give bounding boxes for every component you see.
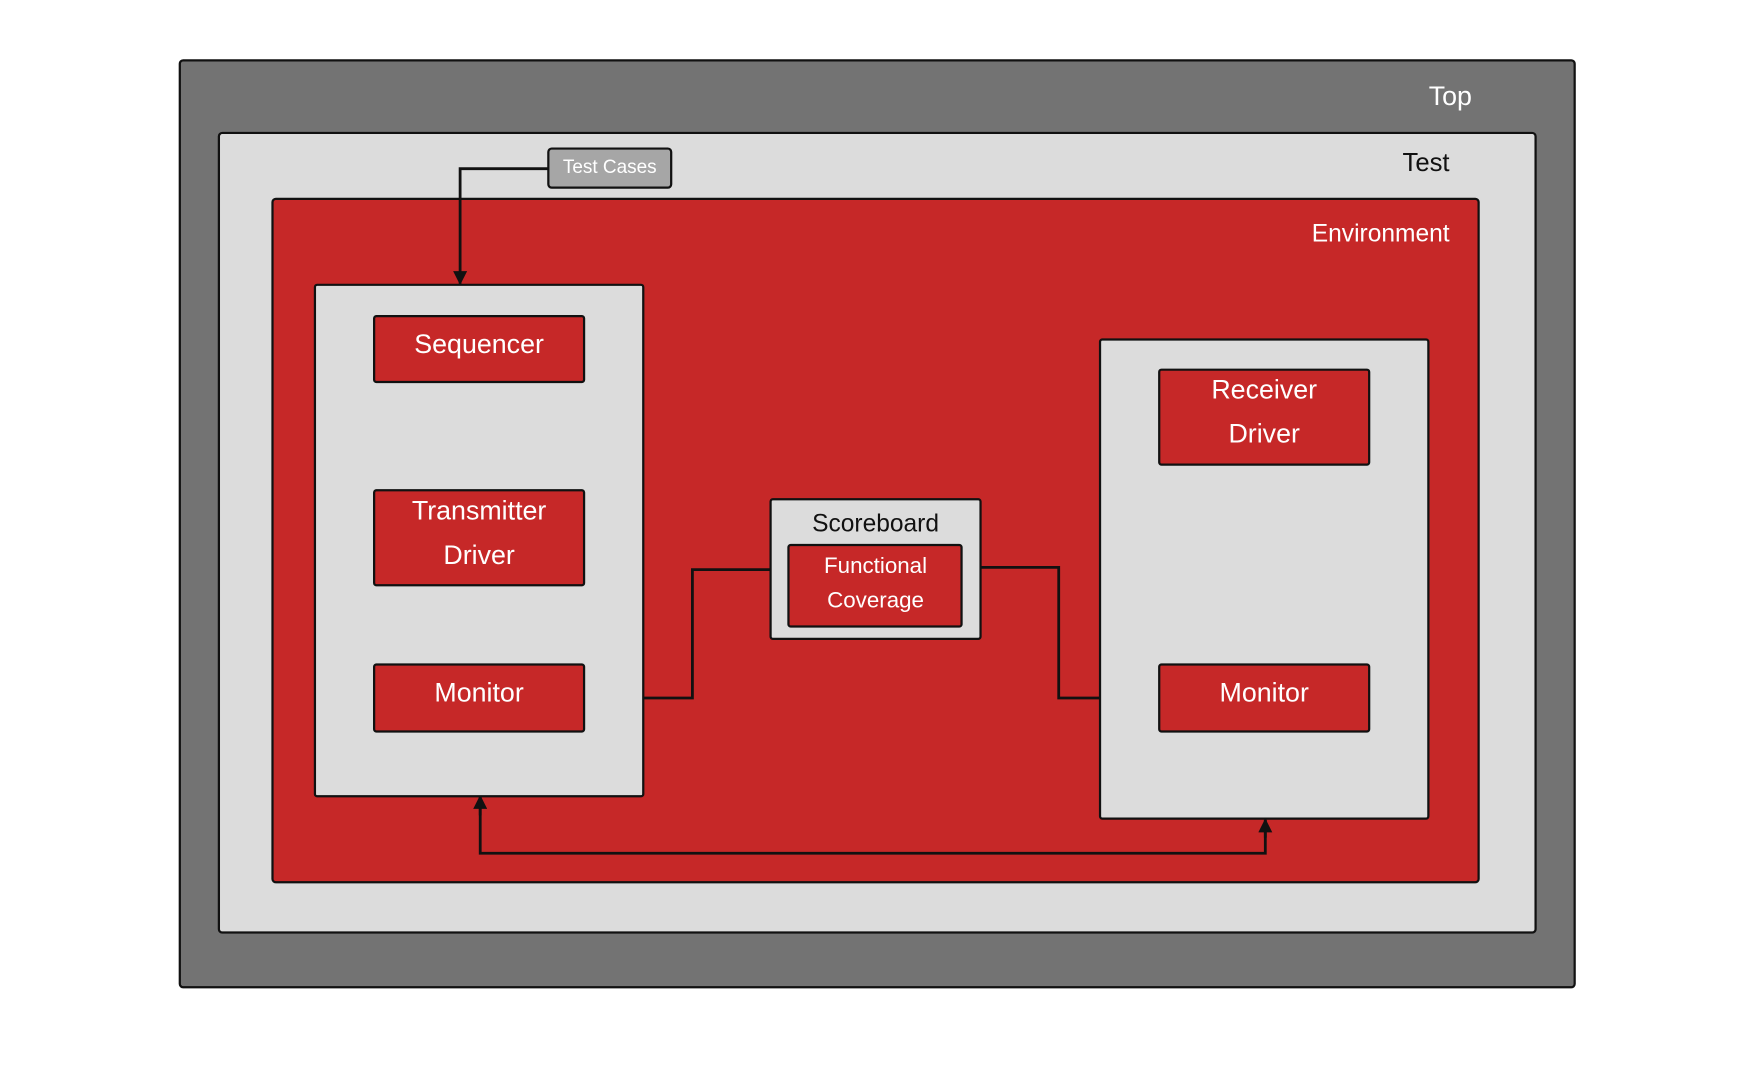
transmitter-driver-label-line2: Driver: [443, 540, 515, 570]
sequencer-label: Sequencer: [414, 329, 544, 359]
transmitter-driver-block[interactable]: [373, 489, 586, 587]
test-cases-label: Test Cases: [563, 157, 657, 178]
functional-coverage-block[interactable]: [787, 543, 963, 628]
functional-coverage-label-line1: Functional: [824, 553, 927, 578]
environment-label: Environment: [1312, 220, 1450, 247]
tx-monitor-label: Monitor: [434, 677, 523, 707]
functional-coverage-label-line2: Coverage: [827, 588, 924, 613]
receiver-driver-block[interactable]: [1158, 368, 1371, 466]
transmitter-driver-label-line1: Transmitter: [412, 495, 547, 525]
scoreboard-label: Scoreboard: [812, 511, 939, 538]
receiver-driver-label-line2: Driver: [1228, 418, 1300, 448]
rx-monitor-block[interactable]: [1158, 663, 1371, 733]
test-label: Test: [1402, 149, 1449, 177]
test-cases-to-sequencer-wire: [453, 167, 549, 286]
rx-monitor-label: Monitor: [1220, 677, 1309, 707]
receiver-driver-label-line1: Receiver: [1211, 375, 1317, 405]
sequencer-block[interactable]: [373, 314, 586, 384]
top-label: Top: [1429, 81, 1472, 111]
tx-monitor-block[interactable]: [373, 663, 586, 733]
